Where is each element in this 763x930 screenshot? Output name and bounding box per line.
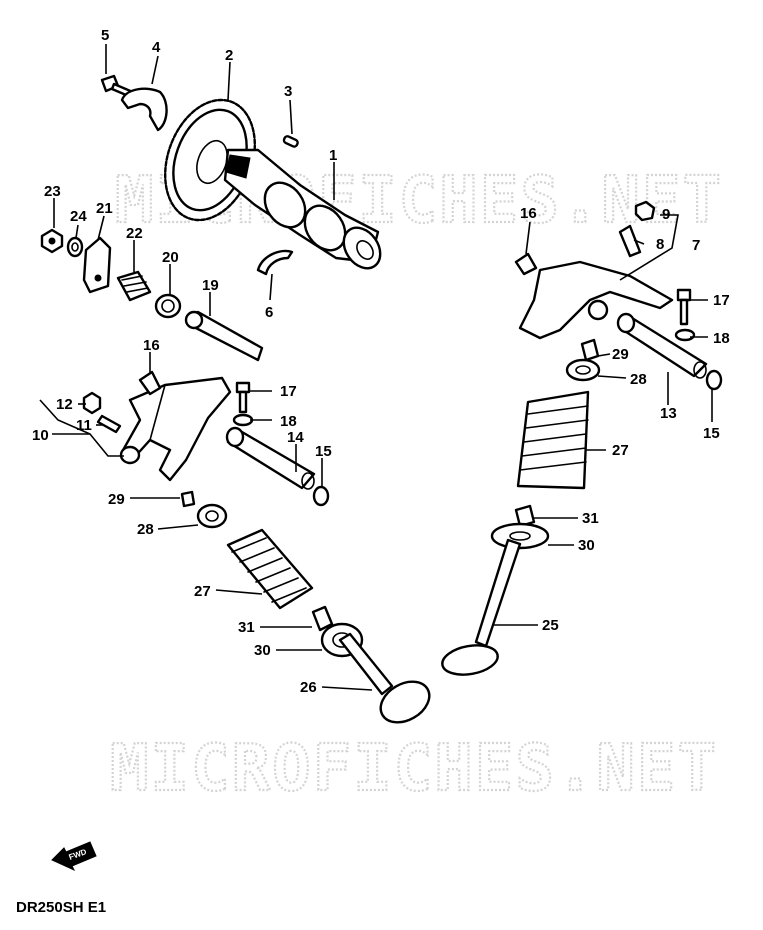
callout-5: 5 bbox=[101, 27, 109, 44]
callout-26: 26 bbox=[300, 679, 317, 696]
callout-31-left: 31 bbox=[238, 619, 255, 636]
callout-30-left: 30 bbox=[254, 642, 271, 659]
valve-spring-part-27-left bbox=[226, 528, 314, 610]
callout-9: 9 bbox=[662, 206, 670, 223]
valve-seal-part-31-right bbox=[514, 504, 536, 528]
callout-6: 6 bbox=[265, 304, 273, 321]
callout-16-right: 16 bbox=[520, 205, 537, 222]
callout-1: 1 bbox=[329, 147, 337, 164]
decomp-shaft-part-19 bbox=[184, 310, 264, 362]
bolt-part-17-left bbox=[235, 381, 251, 414]
washer-part-18-left bbox=[232, 413, 254, 427]
circlip-part-6 bbox=[256, 249, 294, 276]
bolt-part-17-right bbox=[676, 288, 692, 326]
camshaft-part-1 bbox=[223, 148, 382, 270]
callout-7: 7 bbox=[692, 237, 700, 254]
callout-8: 8 bbox=[656, 236, 664, 253]
rocker-shaft-part-14 bbox=[225, 426, 316, 490]
adjust-screw-part-8 bbox=[618, 224, 642, 258]
watermark-bottom: MICROFICHES.NET bbox=[110, 732, 718, 806]
callout-27-right: 27 bbox=[612, 442, 629, 459]
lock-nut-part-12 bbox=[82, 391, 102, 415]
rocker-arm-intake-part-10 bbox=[119, 376, 232, 482]
cotter-part-29-right bbox=[580, 338, 600, 362]
callout-10: 10 bbox=[32, 427, 49, 444]
cotter-part-29-left bbox=[180, 490, 196, 508]
intake-valve-part-25 bbox=[441, 538, 522, 676]
spring-seat-part-30-right bbox=[490, 522, 550, 550]
callout-24: 24 bbox=[70, 208, 87, 225]
callout-15-right: 15 bbox=[703, 425, 720, 442]
callout-18-left: 18 bbox=[280, 413, 297, 430]
callout-25: 25 bbox=[542, 617, 559, 634]
callout-29-left: 29 bbox=[108, 491, 125, 508]
washer-part-18-right bbox=[674, 328, 696, 342]
callout-4: 4 bbox=[152, 39, 161, 56]
callout-11: 11 bbox=[76, 417, 92, 434]
decomp-lever-part-21 bbox=[82, 236, 112, 294]
lock-plate-part-4 bbox=[120, 87, 168, 132]
callout-21: 21 bbox=[96, 200, 113, 217]
valve-seal-part-31-left bbox=[311, 605, 334, 632]
spring-part-22 bbox=[116, 270, 152, 302]
callout-22: 22 bbox=[126, 225, 143, 242]
lock-nut-part-9 bbox=[634, 200, 656, 222]
callout-28-right: 28 bbox=[630, 371, 647, 388]
callout-30-right: 30 bbox=[578, 537, 595, 554]
exhaust-valve-part-26 bbox=[338, 632, 431, 724]
callout-2: 2 bbox=[225, 47, 233, 64]
rocker-shaft-part-13 bbox=[616, 312, 708, 379]
callout-28-left: 28 bbox=[137, 521, 154, 538]
washer-part-24 bbox=[66, 236, 84, 258]
adjust-screw-part-11 bbox=[96, 414, 122, 434]
callout-18-right: 18 bbox=[713, 330, 730, 347]
callout-12: 12 bbox=[56, 396, 73, 413]
callout-3: 3 bbox=[284, 83, 292, 100]
o-ring-part-15-right bbox=[705, 369, 723, 391]
o-ring-part-15-left bbox=[312, 485, 330, 507]
clip-part-16-left bbox=[138, 370, 162, 396]
callout-27-left: 27 bbox=[194, 583, 211, 600]
callout-31-right: 31 bbox=[582, 510, 599, 527]
callout-20: 20 bbox=[162, 249, 179, 266]
rocker-arm-exhaust-part-7 bbox=[518, 260, 674, 340]
callout-labels: 5 4 2 3 1 6 9 8 7 17 18 13 15 16 29 28 2… bbox=[32, 27, 730, 696]
forward-arrow-icon: FWD bbox=[51, 841, 97, 872]
callout-16-left: 16 bbox=[143, 337, 160, 354]
callout-29-right: 29 bbox=[612, 346, 629, 363]
retainer-part-28-left bbox=[196, 503, 228, 529]
callout-23: 23 bbox=[44, 183, 61, 200]
callout-19: 19 bbox=[202, 277, 219, 294]
callout-17-left: 17 bbox=[280, 383, 297, 400]
pin-part-3 bbox=[282, 135, 299, 148]
oil-seal-part-20 bbox=[154, 293, 182, 319]
callout-15-left: 15 bbox=[315, 443, 332, 460]
clip-part-16-right bbox=[514, 252, 538, 276]
retainer-part-28-right bbox=[565, 358, 601, 382]
nut-part-23 bbox=[40, 228, 64, 254]
leader-lines bbox=[39, 44, 713, 691]
model-code: DR250SH E1 bbox=[16, 899, 106, 916]
callout-17-right: 17 bbox=[713, 292, 730, 309]
valve-spring-part-27-right bbox=[516, 390, 590, 490]
callout-13: 13 bbox=[660, 405, 677, 422]
callout-14: 14 bbox=[287, 429, 304, 446]
